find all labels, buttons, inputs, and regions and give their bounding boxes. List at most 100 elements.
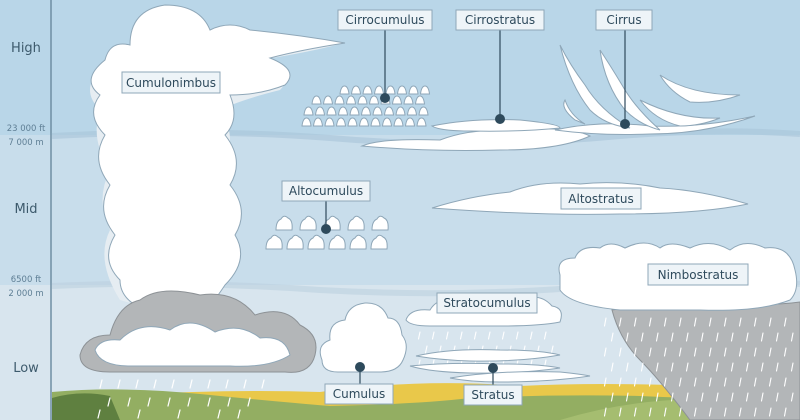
raindrop	[633, 377, 637, 387]
cirrocumulus-tuft	[334, 95, 345, 105]
raindrop	[775, 332, 779, 342]
raindrop	[783, 317, 787, 327]
raindrop	[760, 362, 764, 372]
cirrocumulus-tuft	[419, 85, 431, 95]
svg-text:Stratocumulus: Stratocumulus	[443, 296, 530, 310]
svg-text:Cumulonimbus: Cumulonimbus	[126, 76, 216, 90]
raindrop	[633, 407, 637, 417]
raindrop	[700, 392, 704, 402]
altocumulus-puff	[371, 215, 389, 231]
raindrop	[633, 347, 637, 357]
raindrop	[730, 392, 734, 402]
raindrop	[640, 332, 644, 342]
level-high-label: High	[11, 41, 41, 56]
raindrop	[790, 332, 794, 342]
raindrop	[775, 362, 779, 372]
raindrop	[745, 332, 749, 342]
raindrop	[670, 332, 674, 342]
raindrop	[730, 332, 734, 342]
raindrop	[753, 317, 757, 327]
raindrop	[678, 407, 682, 417]
altostratus-label: Altostratus	[560, 187, 642, 210]
nimbostratus-label: Nimbostratus	[647, 263, 749, 286]
raindrop	[625, 332, 629, 342]
cumulonimbus-rain	[97, 379, 265, 419]
cirrocumulus-tuft	[370, 117, 381, 127]
raindrop	[768, 347, 772, 357]
cumulus-marker	[355, 362, 365, 372]
raindrop	[738, 377, 742, 387]
svg-text:Cumulus: Cumulus	[333, 387, 385, 401]
altocumulus-puff	[275, 215, 293, 231]
raindrop	[783, 407, 787, 417]
raindrop	[473, 331, 477, 340]
raindrop	[625, 362, 629, 372]
raindrop	[603, 407, 607, 417]
raindrop	[633, 317, 637, 327]
cirrocumulus-tuft	[383, 106, 395, 116]
raindrop	[768, 377, 772, 387]
cirrocumulus-tuft	[301, 117, 312, 127]
cirrocumulus-tuft	[357, 95, 368, 105]
cirrocumulus-tuft	[403, 95, 414, 105]
altocumulus-puff	[299, 215, 317, 231]
cirrocumulus-tuft	[362, 85, 373, 95]
altitude-high-m: 7 000 m	[8, 138, 43, 148]
cirrocumulus-tuft	[381, 117, 393, 127]
cirrocumulus-tuft	[345, 95, 357, 105]
raindrop	[685, 332, 689, 342]
cirrocumulus-tuft	[385, 85, 396, 95]
altitude-mid-ft: 6500 ft	[11, 275, 42, 285]
raindrop	[618, 377, 622, 387]
raindrop	[648, 407, 652, 417]
raindrop	[693, 347, 697, 357]
raindrop	[738, 347, 742, 357]
raindrop	[640, 392, 644, 402]
svg-text:Altocumulus: Altocumulus	[289, 184, 363, 198]
cirrocumulus-tuft	[360, 106, 372, 116]
cirrocumulus-tuft	[339, 85, 350, 95]
raindrop	[745, 392, 749, 402]
raindrop	[487, 331, 491, 340]
raindrop	[648, 317, 652, 327]
altocumulus-puff	[349, 234, 367, 250]
stratus-marker	[488, 363, 498, 373]
raindrop	[768, 317, 772, 327]
cirrostratus-marker	[495, 114, 505, 124]
cirrocumulus-tuft	[414, 95, 426, 105]
cirrocumulus-tuft	[303, 106, 314, 116]
raindrop	[610, 332, 614, 342]
cirrus-label: Cirrus	[595, 9, 653, 31]
cumulus-cloud	[319, 302, 407, 373]
raindrop	[603, 377, 607, 387]
svg-text:Nimbostratus: Nimbostratus	[658, 268, 739, 282]
cirrocumulus-tuft	[408, 85, 419, 95]
raindrop	[715, 392, 719, 402]
raindrop	[678, 317, 682, 327]
raindrop	[760, 332, 764, 342]
raindrop	[753, 407, 757, 417]
altocumulus-puff	[370, 234, 388, 250]
raindrop	[768, 407, 772, 417]
raindrop	[625, 392, 629, 402]
raindrop	[693, 377, 697, 387]
cirrocumulus-tuft	[406, 106, 418, 116]
raindrop	[663, 377, 667, 387]
raindrop	[723, 317, 727, 327]
raindrop	[708, 317, 712, 327]
raindrop	[738, 407, 742, 417]
raindrop	[738, 317, 742, 327]
cirrocumulus-tuft	[391, 95, 403, 105]
cirrocumulus-tuft	[347, 117, 358, 127]
cirrocumulus-tuft	[326, 106, 337, 116]
raindrop	[618, 317, 622, 327]
svg-text:Cirrocumulus: Cirrocumulus	[345, 13, 424, 27]
raindrop	[723, 347, 727, 357]
raindrop	[501, 331, 505, 340]
level-mid-label: Mid	[14, 202, 37, 217]
cirrocumulus-tuft	[368, 95, 380, 105]
raindrop	[648, 347, 652, 357]
cirrocumulus-tuft	[404, 117, 416, 127]
cirrocumulus-tuft	[322, 95, 334, 105]
